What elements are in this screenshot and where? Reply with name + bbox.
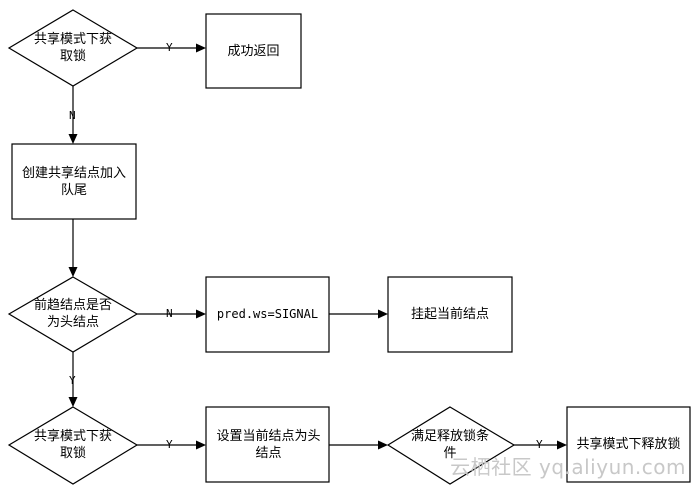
decision-release-condition-shape: [386, 406, 516, 485]
process-create-shared-node-shape: [11, 143, 137, 220]
arrowhead-prevhead-to-acquire2: [68, 397, 78, 407]
process-release-shared-shape: [566, 406, 691, 483]
edge-label-acquire1-to-success: Y: [166, 41, 173, 54]
process-success-return-shape: [205, 13, 302, 89]
process-release-shared-label: 共享模式下释放锁: [576, 437, 681, 452]
process-park-current-shape: [387, 276, 513, 353]
decision-release-condition-label: 满足释放锁条 件: [410, 429, 489, 461]
arrowhead-acquire1-to-create: [68, 134, 78, 144]
decision-prev-is-head-label: 前趋结点是否 为头结点: [33, 298, 112, 330]
process-create-shared-node-label: 创建共享结点加入 队尾: [21, 165, 126, 198]
edge-label-acquire1-to-create: N: [69, 109, 76, 122]
edge-label-prevhead-to-acquire2: Y: [69, 374, 76, 387]
decision-acquire-shared-2-label: 共享模式下获 取锁: [33, 429, 112, 461]
arrowhead-sethead-to-release: [378, 440, 388, 450]
arrowhead-prevhead-to-signal: [196, 309, 206, 319]
process-set-head-label: 设置当前结点为头 结点: [216, 428, 321, 461]
decision-acquire-shared-1-label: 共享模式下获 取锁: [33, 32, 112, 64]
arrowhead-acquire2-to-sethead: [196, 440, 206, 450]
decision-acquire-shared-2-shape: [7, 406, 139, 485]
arrowhead-acquire1-to-success: [196, 43, 206, 53]
edge-label-prevhead-to-signal: N: [166, 307, 173, 320]
edge-label-acquire2-to-sethead: Y: [166, 438, 173, 451]
process-set-signal-label: pred.ws=SIGNAL: [216, 307, 319, 321]
process-set-signal-shape: [205, 276, 330, 353]
process-park-current-label: 挂起当前结点: [410, 307, 489, 322]
edge-label-release-to-releaseshared: Y: [536, 438, 543, 451]
process-set-head-shape: [205, 406, 330, 483]
arrowhead-release-to-releaseshared: [557, 440, 567, 450]
process-success-return-label: 成功返回: [227, 43, 280, 59]
arrowhead-create-to-prevhead: [68, 267, 78, 277]
watermark: 云栖社区 yq.aliyun.com: [450, 455, 686, 479]
arrowhead-signal-to-park: [378, 309, 388, 319]
